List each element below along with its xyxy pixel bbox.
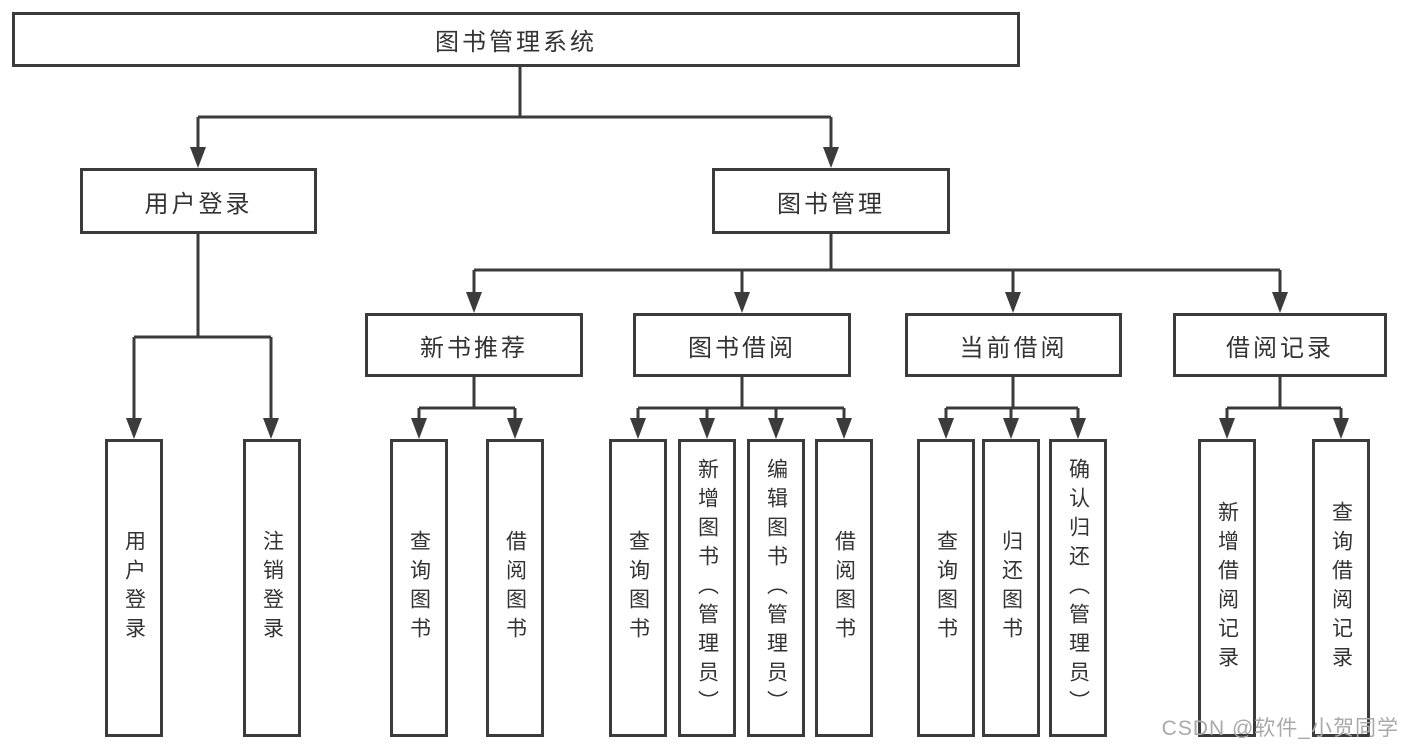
- leaf-user-login: 用户登录: [105, 439, 163, 737]
- leaf-borrow-books: 借阅图书: [815, 439, 873, 737]
- node-user-login: 用户登录: [80, 168, 317, 234]
- leaf-query-borrow-record: 查询借阅记录: [1312, 439, 1370, 737]
- leaf-return-books: 归还图书: [982, 439, 1040, 737]
- csdn-watermark: CSDN @软件_小贺同学: [1161, 717, 1399, 740]
- leaf-borrow-books-recommend: 借阅图书: [486, 439, 544, 737]
- node-new-book-recommend: 新书推荐: [365, 313, 583, 377]
- node-current-borrowing: 当前借阅: [905, 313, 1122, 377]
- node-borrowing-records: 借阅记录: [1173, 313, 1387, 377]
- node-root: 图书管理系统: [12, 12, 1020, 67]
- arrowheads: [126, 147, 1349, 439]
- leaf-add-borrow-record: 新增借阅记录: [1198, 439, 1256, 737]
- leaf-add-book-admin: 新增图书（管理员）: [678, 439, 736, 737]
- leaf-query-books-recommend: 查询图书: [390, 439, 448, 737]
- leaf-query-books-borrowing: 查询图书: [609, 439, 667, 737]
- leaf-confirm-return-admin: 确认归还（管理员）: [1049, 439, 1107, 737]
- leaf-query-books-current: 查询图书: [917, 439, 975, 737]
- node-book-borrowing: 图书借阅: [633, 313, 851, 377]
- leaf-edit-book-admin: 编辑图书（管理员）: [747, 439, 805, 737]
- leaf-logout: 注销登录: [243, 439, 301, 737]
- node-book-management: 图书管理: [712, 168, 950, 234]
